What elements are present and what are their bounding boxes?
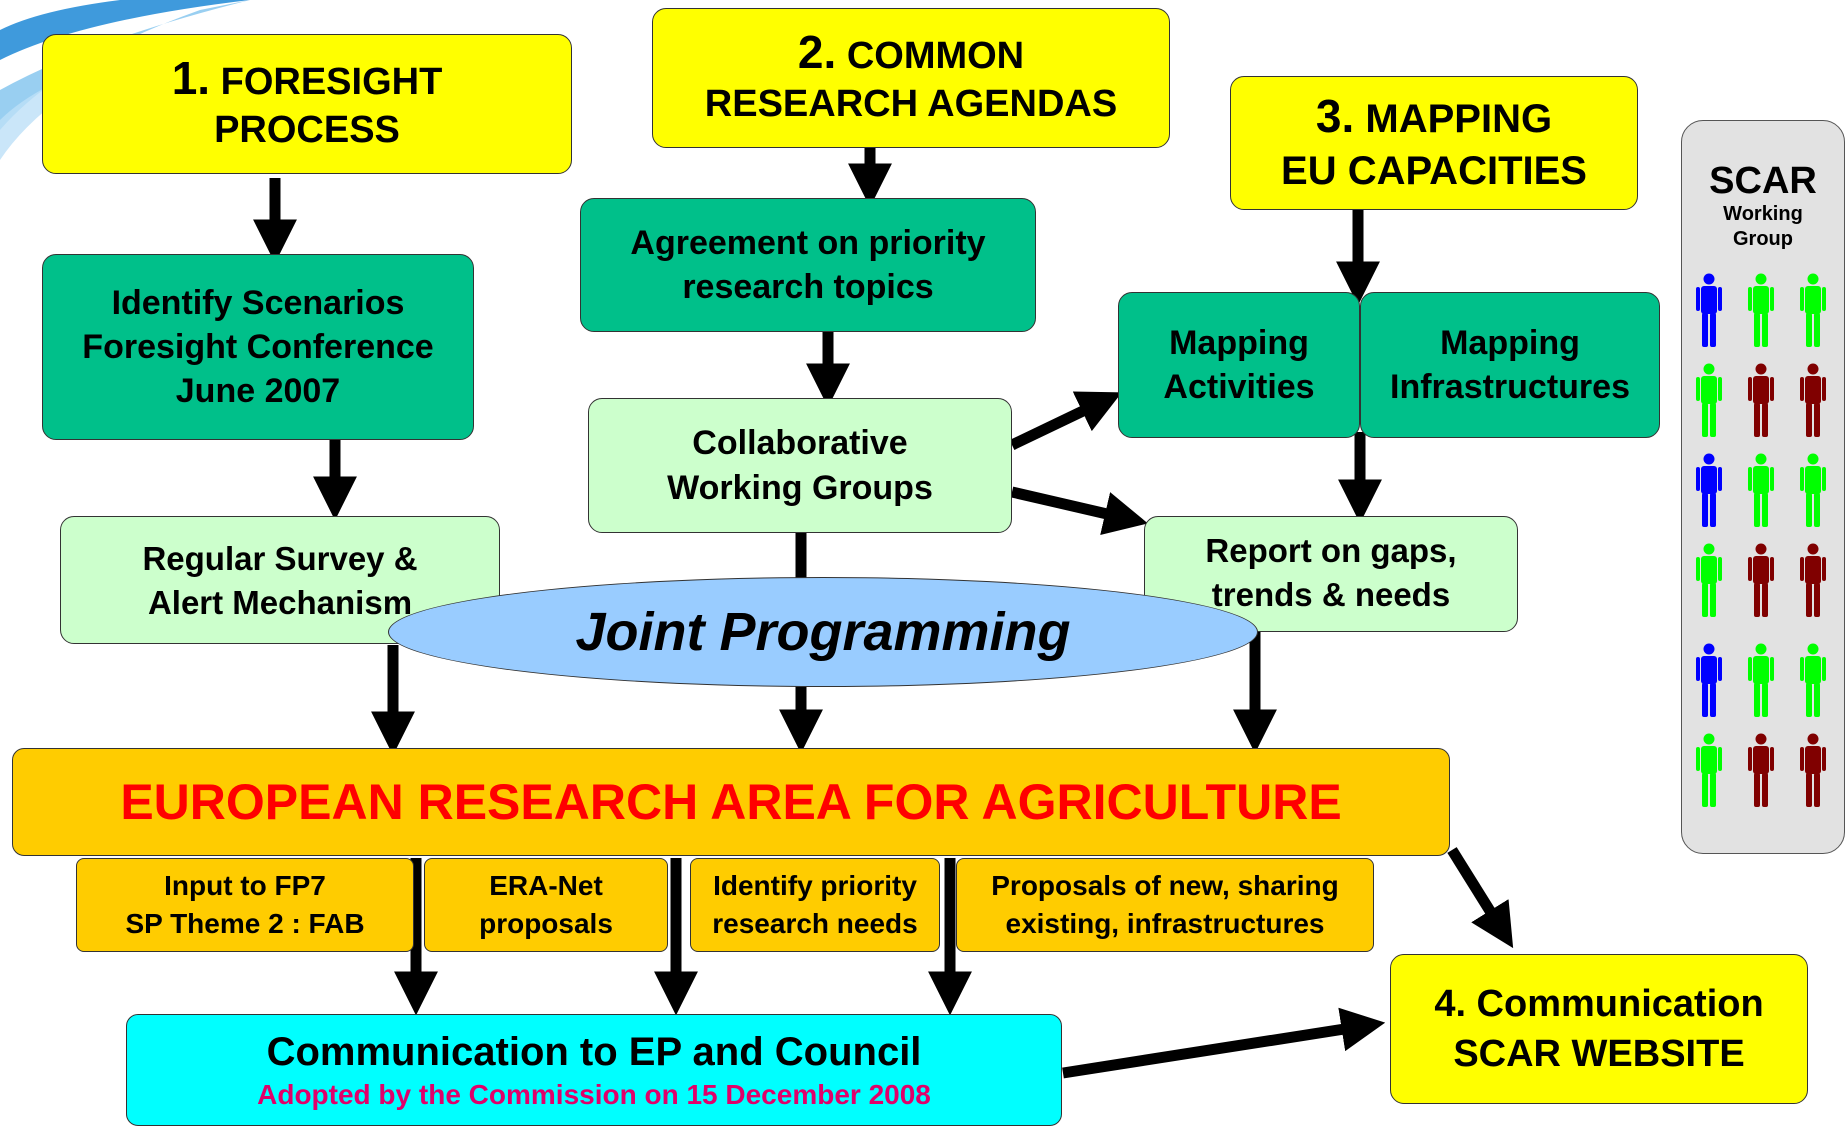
person-icon	[1696, 643, 1722, 717]
foresight-label-2: PROCESS	[214, 109, 400, 151]
person-icon	[1800, 543, 1826, 617]
person-icon	[1696, 363, 1722, 437]
agreement-priority-box: Agreement on priority research topics	[580, 198, 1036, 332]
identify-scenarios-line-1: Identify Scenarios	[111, 284, 405, 322]
person-icon	[1696, 543, 1722, 617]
person-icon	[1800, 733, 1826, 807]
mapping-activities-line-2: Activities	[1163, 368, 1315, 406]
person-icon	[1748, 733, 1774, 807]
mapping-label: MAPPING	[1365, 96, 1553, 141]
identify-priority-line-2: research needs	[712, 908, 918, 939]
identify-scenarios-line-3: June 2007	[175, 372, 341, 410]
identify-scenarios-box: Identify Scenarios Foresight Conference …	[42, 254, 474, 440]
era-title: EUROPEAN RESEARCH AREA FOR AGRICULTURE	[120, 774, 1342, 830]
foresight-label: FORESIGHT	[220, 61, 443, 103]
era-net-line-2: proposals	[479, 908, 613, 939]
proposals-infrastructures-box: Proposals of new, sharing existing, infr…	[956, 858, 1374, 952]
person-icon	[1800, 643, 1826, 717]
common-research-agendas-box: 2. COMMON RESEARCH AGENDAS	[652, 8, 1170, 148]
communication-ep-council-box: Communication to EP and Council Adopted …	[126, 1014, 1062, 1126]
report-line-1: Report on gaps,	[1205, 532, 1457, 569]
communication-scar-website-box: 4. Communication SCAR WEBSITE	[1390, 954, 1808, 1104]
identify-scenarios-line-2: Foresight Conference	[82, 328, 434, 366]
scar-title: SCAR	[1709, 160, 1817, 202]
mapping-activities-box: Mapping Activities	[1118, 292, 1360, 438]
arrow-era-to-scar	[1447, 847, 1514, 949]
collaborative-line-2: Working Groups	[667, 468, 933, 507]
arrow-communication-to-scar	[1062, 1007, 1386, 1079]
era-net-line-1: ERA-Net	[489, 870, 603, 901]
regular-survey-line-2: Alert Mechanism	[147, 584, 413, 621]
person-icon	[1748, 453, 1774, 527]
joint-programming-label: Joint Programming	[575, 602, 1071, 662]
person-icon	[1748, 543, 1774, 617]
person-icon	[1748, 273, 1774, 347]
arrow-collaborative-to-report	[1010, 486, 1149, 535]
scar-subtitle-1: Working	[1723, 203, 1803, 225]
foresight-process-box: 1. FORESIGHT PROCESS	[42, 34, 572, 174]
collaborative-working-groups-box: Collaborative Working Groups	[588, 398, 1012, 533]
mapping-label-2: EU CAPACITIES	[1281, 148, 1587, 193]
joint-programming-ellipse: Joint Programming	[388, 577, 1258, 687]
person-icon	[1800, 453, 1826, 527]
identify-priority-line-1: Identify priority	[713, 870, 917, 901]
proposals-line-1: Proposals of new, sharing	[991, 870, 1339, 901]
era-net-box: ERA-Net proposals	[424, 858, 668, 952]
input-fp7-box: Input to FP7 SP Theme 2 : FAB	[76, 858, 414, 952]
identify-priority-box: Identify priority research needs	[690, 858, 940, 952]
corner-swoosh-decoration	[0, 0, 250, 160]
communication-scar-line-1: 4. Communication	[1434, 983, 1764, 1025]
regular-survey-line-1: Regular Survey &	[142, 540, 418, 577]
person-icon	[1748, 363, 1774, 437]
report-line-2: trends & needs	[1211, 576, 1451, 613]
communication-scar-line-2: SCAR WEBSITE	[1453, 1033, 1745, 1075]
person-icon	[1748, 643, 1774, 717]
common-label-2: RESEARCH AGENDAS	[704, 83, 1118, 125]
input-fp7-line-1: Input to FP7	[164, 870, 326, 901]
scar-subtitle-2: Group	[1733, 228, 1793, 250]
agreement-line-1: Agreement on priority	[630, 224, 986, 262]
mapping-infrastructures-box: Mapping Infrastructures	[1360, 292, 1660, 438]
era-agriculture-banner: EUROPEAN RESEARCH AREA FOR AGRICULTURE	[12, 748, 1450, 856]
arrow-collaborative-to-activities	[1009, 391, 1122, 450]
mapping-activities-line-1: Mapping	[1169, 324, 1309, 362]
mapping-infra-line-2: Infrastructures	[1390, 368, 1630, 406]
communication-ep-title: Communication to EP and Council	[266, 1030, 922, 1074]
person-icon	[1696, 273, 1722, 347]
person-icon	[1696, 453, 1722, 527]
common-label: COMMON	[846, 35, 1025, 77]
proposals-line-2: existing, infrastructures	[1005, 908, 1325, 939]
common-number: 2.	[797, 26, 837, 78]
communication-ep-adopted: Adopted by the Commission on 15 December…	[257, 1079, 931, 1110]
mapping-eu-capacities-box: 3. MAPPING EU CAPACITIES	[1230, 76, 1638, 210]
input-fp7-line-2: SP Theme 2 : FAB	[125, 908, 365, 939]
agreement-line-2: research topics	[682, 268, 934, 306]
person-icon	[1800, 363, 1826, 437]
person-icon	[1800, 273, 1826, 347]
foresight-number: 1.	[171, 52, 211, 104]
mapping-infra-line-1: Mapping	[1440, 324, 1580, 362]
collaborative-line-1: Collaborative	[692, 423, 908, 462]
mapping-number: 3.	[1315, 89, 1355, 142]
scar-working-group-panel: SCAR Working Group	[1681, 120, 1845, 854]
person-icon	[1696, 733, 1722, 807]
